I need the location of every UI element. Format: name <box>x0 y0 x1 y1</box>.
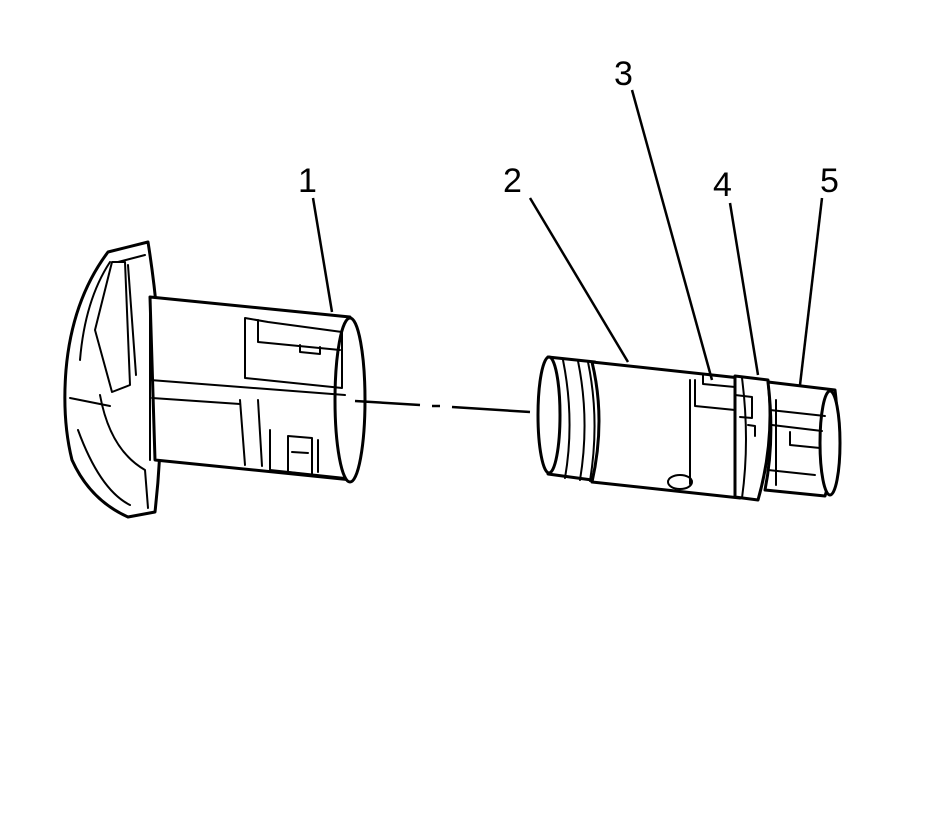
leader-lines <box>311 89 824 386</box>
sensor-connector-part-5 <box>763 380 842 498</box>
housing-part-1 <box>63 240 367 519</box>
callout-3: 3 <box>614 55 633 93</box>
callout-5: 5 <box>820 162 839 200</box>
leader-line-3 <box>630 89 714 381</box>
leader-line-4 <box>728 202 760 376</box>
sensor-part-2 <box>536 355 742 500</box>
callout-4: 4 <box>713 166 732 204</box>
callout-2: 2 <box>503 162 522 200</box>
sensor-ring-part-4 <box>733 374 772 502</box>
leader-line-1 <box>311 197 334 313</box>
callout-1: 1 <box>298 162 317 200</box>
leader-line-5 <box>798 197 824 386</box>
assembly-centerline <box>354 399 531 414</box>
leader-line-2 <box>528 197 630 363</box>
